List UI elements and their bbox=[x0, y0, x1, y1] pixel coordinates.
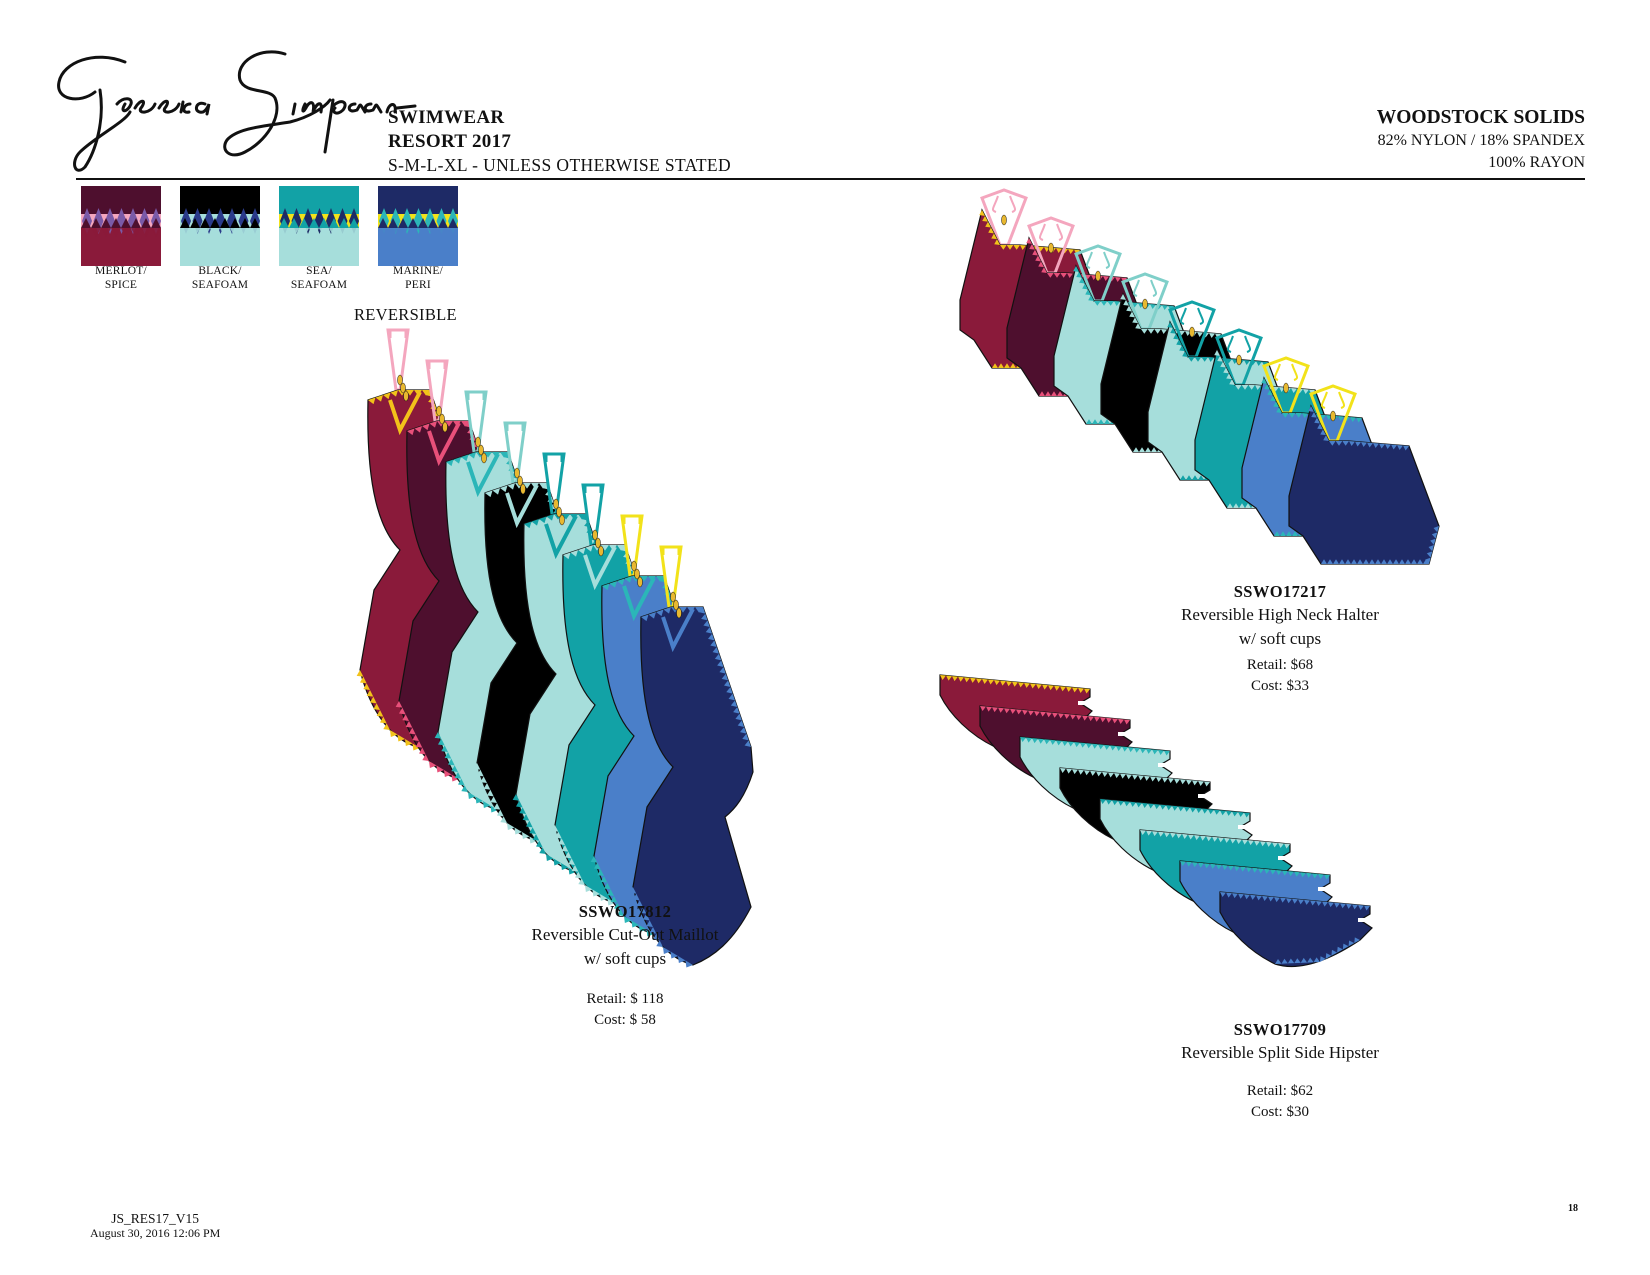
style-code: SSWO17812 bbox=[578, 902, 672, 921]
halter-illustration-group bbox=[959, 188, 1440, 565]
swatch-pattern-icon bbox=[81, 186, 161, 266]
page-number: 18 bbox=[1568, 1203, 1578, 1214]
style-block-hipster: SSWO17709 Reversible Split Side Hipster … bbox=[1130, 1018, 1430, 1123]
style-detail: w/ soft cups bbox=[1238, 629, 1322, 648]
document-id: JS_RES17_V15 bbox=[111, 1211, 200, 1226]
signature-logo-icon bbox=[57, 50, 417, 172]
swatch-merlot-spice bbox=[81, 186, 161, 266]
style-code: SSWO17217 bbox=[1233, 582, 1327, 601]
swatch-pattern-icon bbox=[378, 186, 458, 266]
halter-top bbox=[1288, 384, 1440, 565]
style-name: Reversible High Neck Halter bbox=[1181, 605, 1379, 624]
swatch-pattern-icon bbox=[180, 186, 260, 266]
style-detail: w/ soft cups bbox=[583, 949, 667, 968]
season-title: RESORT 2017 bbox=[388, 131, 512, 152]
style-block-halter: SSWO17217 Reversible High Neck Halter w/… bbox=[1130, 580, 1430, 697]
header-divider bbox=[76, 178, 1585, 180]
swatch-label: SEA/SEAFOAM bbox=[274, 264, 364, 292]
cost-price: Cost: $ 58 bbox=[594, 1012, 656, 1028]
swatch-pattern-icon bbox=[279, 186, 359, 266]
retail-price: Retail: $68 bbox=[1246, 657, 1314, 673]
style-name: Reversible Cut-Out Maillot bbox=[531, 925, 719, 944]
collection-heading: SWIMWEAR RESORT 2017 S-M-L-XL - UNLESS O… bbox=[388, 106, 731, 176]
swatch-label-line: SEA/ bbox=[306, 265, 332, 277]
size-range: S-M-L-XL - UNLESS OTHERWISE STATED bbox=[388, 155, 732, 175]
reversible-label: REVERSIBLE bbox=[354, 305, 457, 324]
retail-price: Retail: $62 bbox=[1246, 1083, 1314, 1099]
fabric-name: WOODSTOCK SOLIDS bbox=[1376, 107, 1585, 128]
hipster-illustration-group bbox=[939, 674, 1373, 968]
hipster-bottom bbox=[1219, 891, 1373, 968]
swatch-label-line: MARINE/ bbox=[393, 265, 443, 277]
footer-doc-info: JS_RES17_V15 August 30, 2016 12:06 PM bbox=[90, 1211, 221, 1241]
category-title: SWIMWEAR bbox=[388, 107, 505, 128]
swatch-black-seafoam bbox=[180, 186, 260, 266]
fabric-content-1: 82% NYLON / 18% SPANDEX bbox=[1377, 132, 1585, 149]
swatch-label-line: SEAFOAM bbox=[290, 279, 348, 291]
brand-logo bbox=[55, 42, 435, 177]
style-block-maillot: SSWO17812 Reversible Cut-Out Maillot w/ … bbox=[475, 900, 775, 1031]
fabric-content-2: 100% RAYON bbox=[1488, 154, 1585, 171]
swatch-marine-peri bbox=[378, 186, 458, 266]
swatch-label-line: PERI bbox=[405, 279, 431, 291]
fabric-info: WOODSTOCK SOLIDS 82% NYLON / 18% SPANDEX… bbox=[1377, 106, 1585, 174]
swatch-label: MARINE/PERI bbox=[373, 264, 463, 292]
swatch-label-line: MERLOT/ bbox=[95, 265, 147, 277]
swatch-label: MERLOT/SPICE bbox=[76, 264, 166, 292]
swatch-label-line: SEAFOAM bbox=[191, 279, 249, 291]
cost-price: Cost: $33 bbox=[1251, 678, 1309, 694]
retail-price: Retail: $ 118 bbox=[586, 991, 664, 1007]
swatch-sea-seafoam bbox=[279, 186, 359, 266]
maillot-swimsuit bbox=[629, 545, 754, 968]
document-date: August 30, 2016 12:06 PM bbox=[90, 1226, 221, 1240]
swatch-label-line: SPICE bbox=[104, 279, 138, 291]
style-code: SSWO17709 bbox=[1233, 1020, 1327, 1039]
maillot-illustration-group bbox=[356, 328, 754, 968]
style-name: Reversible Split Side Hipster bbox=[1181, 1043, 1379, 1062]
swatch-label-line: BLACK/ bbox=[198, 265, 242, 277]
cost-price: Cost: $30 bbox=[1251, 1104, 1309, 1120]
swatch-label: BLACK/SEAFOAM bbox=[175, 264, 265, 292]
